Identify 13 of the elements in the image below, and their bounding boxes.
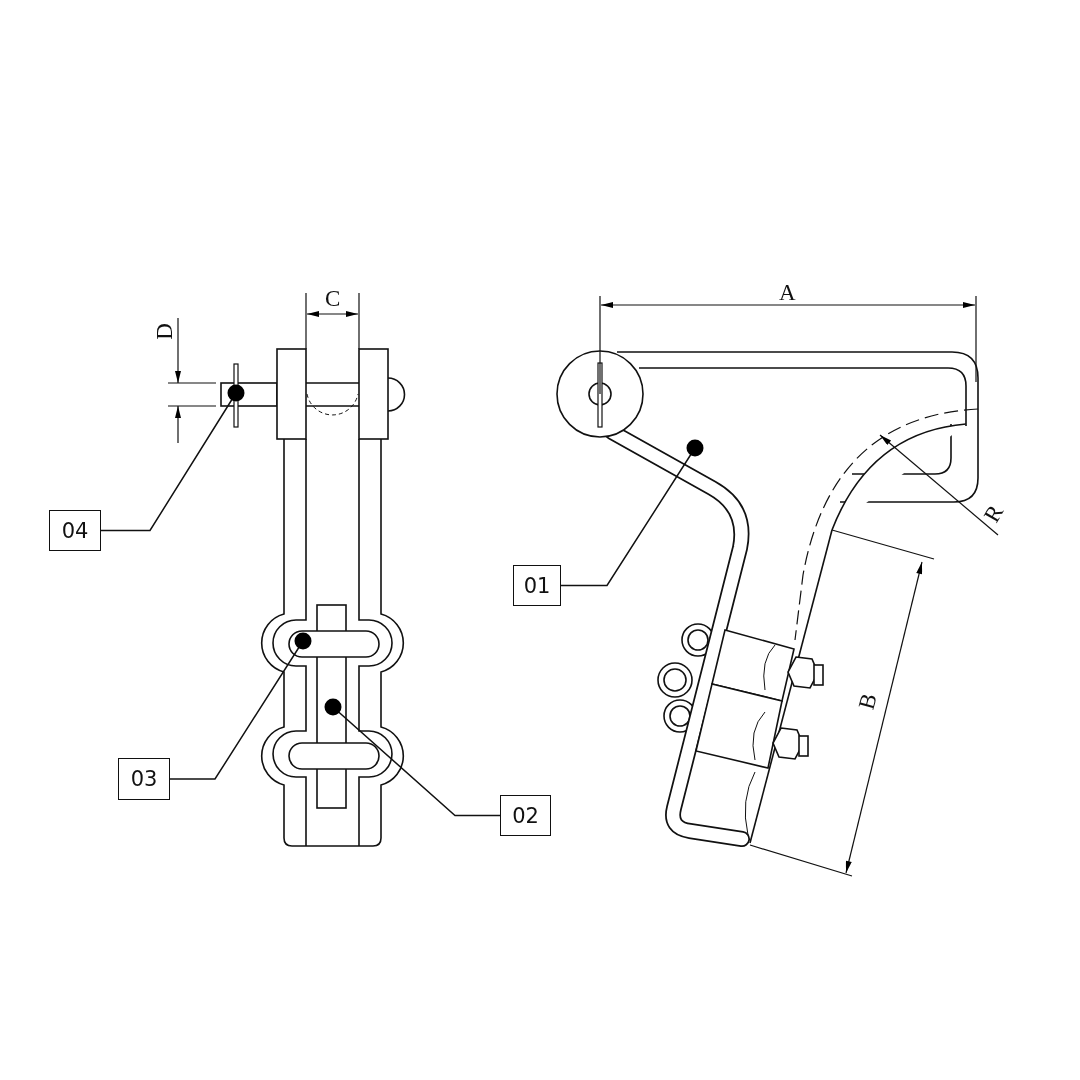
- leader-line: [100, 384, 245, 532]
- leader-line: [169, 632, 312, 780]
- callout-number: 01: [513, 565, 561, 606]
- dimension-label: C: [325, 287, 341, 310]
- callout-number: 04: [49, 510, 101, 551]
- dimension-label: R: [979, 501, 1008, 526]
- callout-number: 02: [500, 795, 551, 836]
- dimension-label: A: [779, 281, 796, 304]
- dimension-label: D: [152, 323, 176, 340]
- leader-line: [324, 698, 501, 817]
- leader-line: [560, 439, 704, 587]
- callout-number: 03: [118, 758, 170, 800]
- dimension-label: B: [854, 691, 881, 712]
